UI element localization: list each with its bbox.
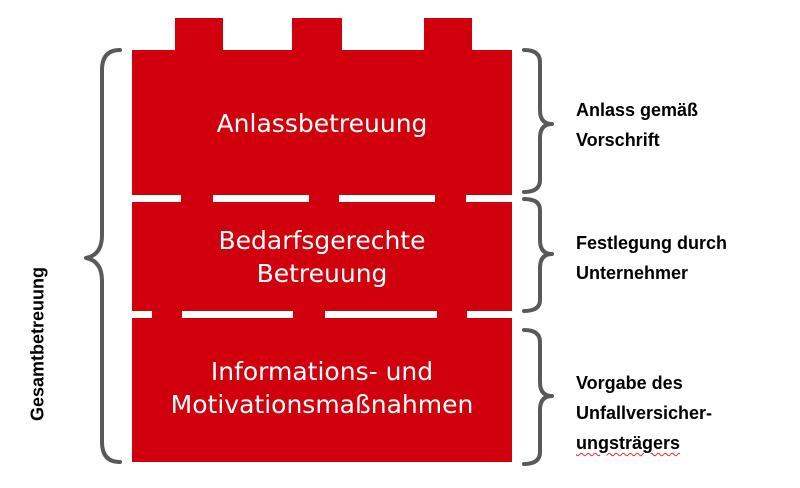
battlement-3 [424,18,472,54]
block-3-line-1: Informations- und [210,357,434,386]
side-label-vorgabe: Vorgabe des Unfallversicher- ungsträgers [576,368,796,458]
side-label-anlass: Anlass gemäß Vorschrift [576,95,796,155]
red-block [132,18,512,462]
block-label-bedarfsgerechte-betreuung: Bedarfsgerechte Betreuung [132,224,512,290]
block-1-line-1: Anlassbetreuung [216,109,428,138]
side-3-line-3: ungsträgers [576,433,681,453]
total-label-text: Gesamtbetreuung [27,266,48,422]
divider-top [126,195,518,202]
side-1-line-1: Anlass gemäß [576,100,699,120]
block-label-anlassbetreuung: Anlassbetreuung [132,107,512,140]
battlement-2 [292,18,342,54]
divider-bottom [126,311,518,318]
left-bracket [84,48,122,464]
battlement-1 [175,18,223,54]
right-bracket-1 [522,48,554,194]
side-2-line-2: Unternehmer [576,263,689,283]
block-label-informations-motivationsmassnahmen: Informations- und Motivationsmaßnahmen [132,355,512,421]
right-bracket-2 [522,197,554,313]
side-3-line-2: Unfallversicher- [576,403,713,423]
side-2-line-1: Festlegung durch [576,233,728,253]
block-2-line-1: Bedarfsgerechte [218,226,426,255]
side-1-line-2: Vorschrift [576,130,660,150]
side-3-line-1: Vorgabe des [576,373,683,393]
block-2-line-2: Betreuung [256,259,388,288]
block-body [132,50,512,462]
side-label-festlegung: Festlegung durch Unternehmer [576,228,796,288]
block-3-line-2: Motivationsmaßnahmen [170,390,474,419]
right-bracket-3 [522,328,554,466]
